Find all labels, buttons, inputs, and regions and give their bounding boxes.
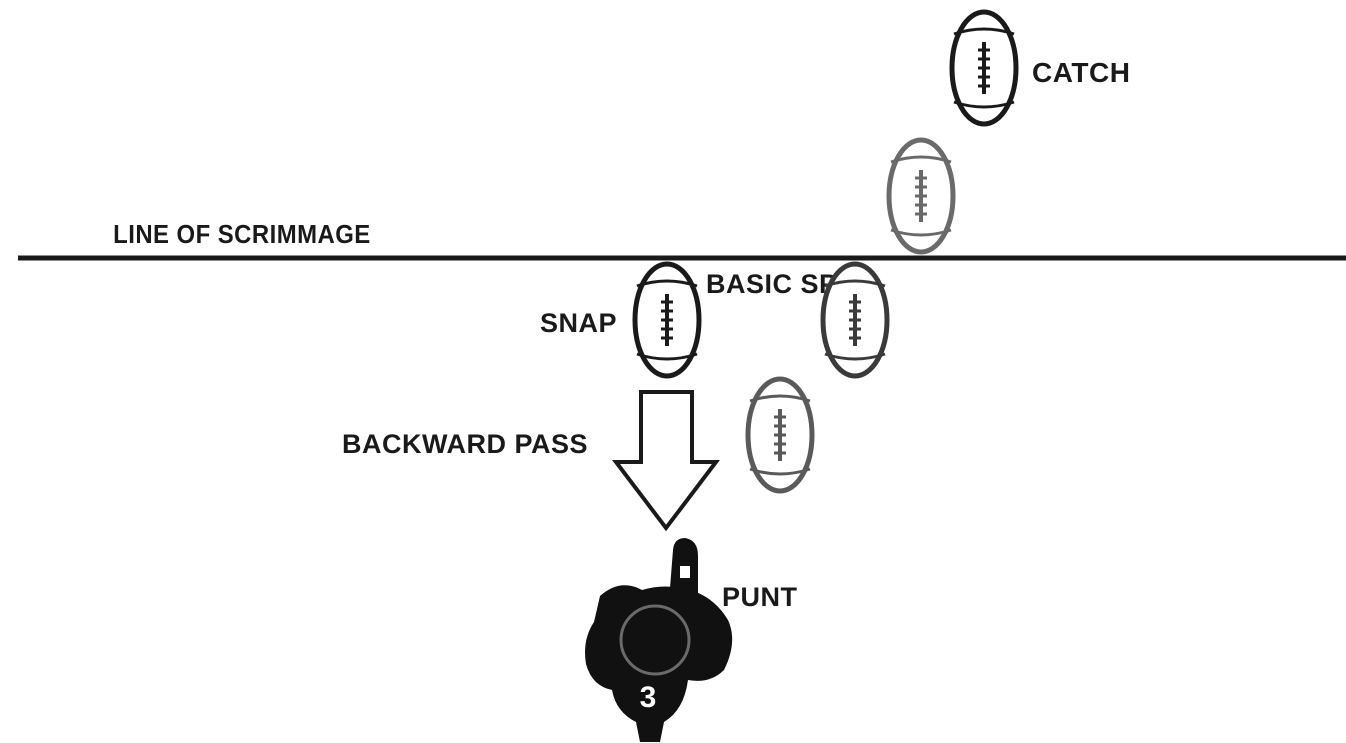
snap-label: SNAP [540,308,617,338]
catch-label: CATCH [1032,57,1130,88]
football-icon [823,264,887,376]
player-number: 3 [640,681,657,714]
football-icon [889,140,953,252]
line-of-scrimmage-label: LINE OF SCRIMMAGE [113,220,371,249]
backward-pass-label: BACKWARD PASS [342,429,588,459]
punt-label: PUNT [722,582,798,612]
player-icon: 3 [585,538,733,742]
football-icon [748,379,812,491]
arrow-down-icon [611,390,721,532]
football-icon [952,12,1016,124]
football-icon [635,264,699,376]
